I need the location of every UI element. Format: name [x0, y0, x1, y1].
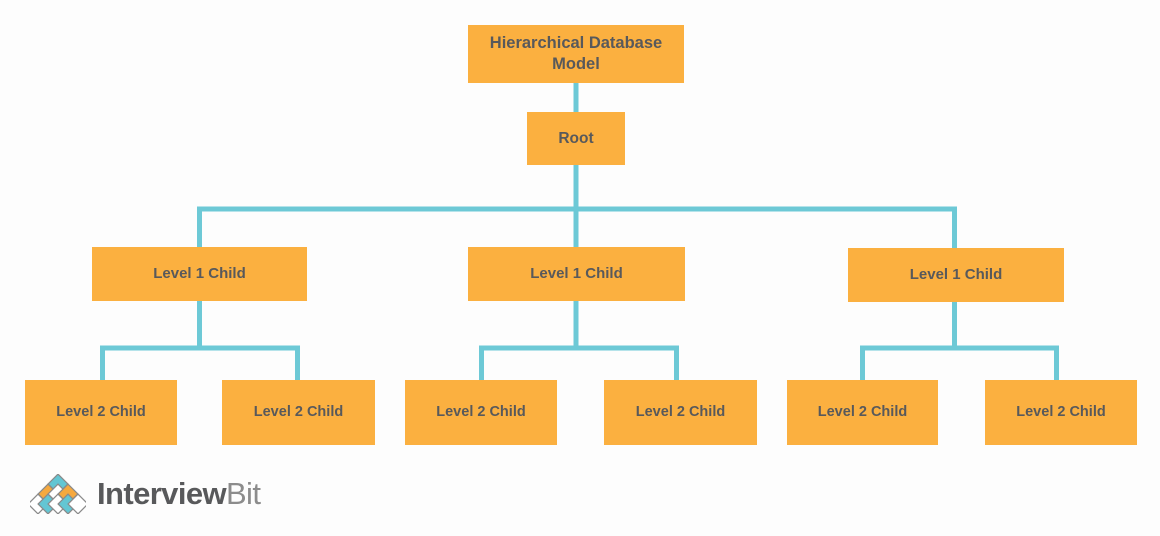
node-level2-child-4[interactable]: Level 2 Child [604, 380, 757, 445]
logo-word-interview: Interview [97, 476, 227, 511]
node-level2-child-1[interactable]: Level 2 Child [25, 380, 177, 445]
node-level2-child-3[interactable]: Level 2 Child [405, 380, 557, 445]
node-title[interactable]: Hierarchical Database Model [468, 25, 684, 83]
interviewbit-wordmark: InterviewBit [97, 476, 261, 512]
node-level2-child-5[interactable]: Level 2 Child [787, 380, 938, 445]
node-level2-child-6[interactable]: Level 2 Child [985, 380, 1137, 445]
node-level1-child-3[interactable]: Level 1 Child [848, 248, 1064, 302]
node-level1-child-2[interactable]: Level 1 Child [468, 247, 685, 301]
node-root[interactable]: Root [527, 112, 625, 165]
logo-word-bit: Bit [225, 476, 261, 511]
node-level1-child-1[interactable]: Level 1 Child [92, 247, 307, 301]
interviewbit-diamond-mark [30, 474, 86, 514]
node-level2-child-2[interactable]: Level 2 Child [222, 380, 375, 445]
interviewbit-logo: InterviewBit [30, 474, 261, 514]
